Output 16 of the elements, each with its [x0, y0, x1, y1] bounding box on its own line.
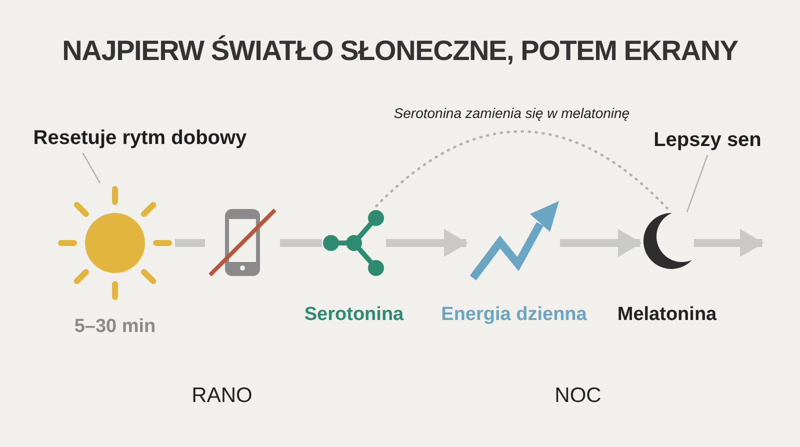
arrow — [386, 229, 468, 257]
leader-line — [686, 154, 708, 212]
arrow — [560, 229, 642, 257]
callout-text: Lepszy sen — [650, 125, 765, 155]
connector-line — [280, 239, 322, 247]
icon-caption: Energia dzienna — [441, 303, 587, 327]
icon-caption: Melatonina — [617, 303, 717, 327]
leader-line — [82, 152, 101, 184]
title: NAJPIERW ŚWIATŁO SŁONECZNE, POTEM EKRANY — [61, 34, 739, 68]
dotted-arc — [375, 130, 668, 210]
section-label: NOC — [554, 383, 602, 409]
callout-text: Resetuje rytm dobowy — [30, 123, 250, 153]
icon-caption: Serotonina — [304, 303, 404, 327]
section-label: RANO — [192, 383, 252, 409]
connector-line — [175, 239, 205, 247]
duration-caption: 5–30 min — [74, 315, 156, 339]
